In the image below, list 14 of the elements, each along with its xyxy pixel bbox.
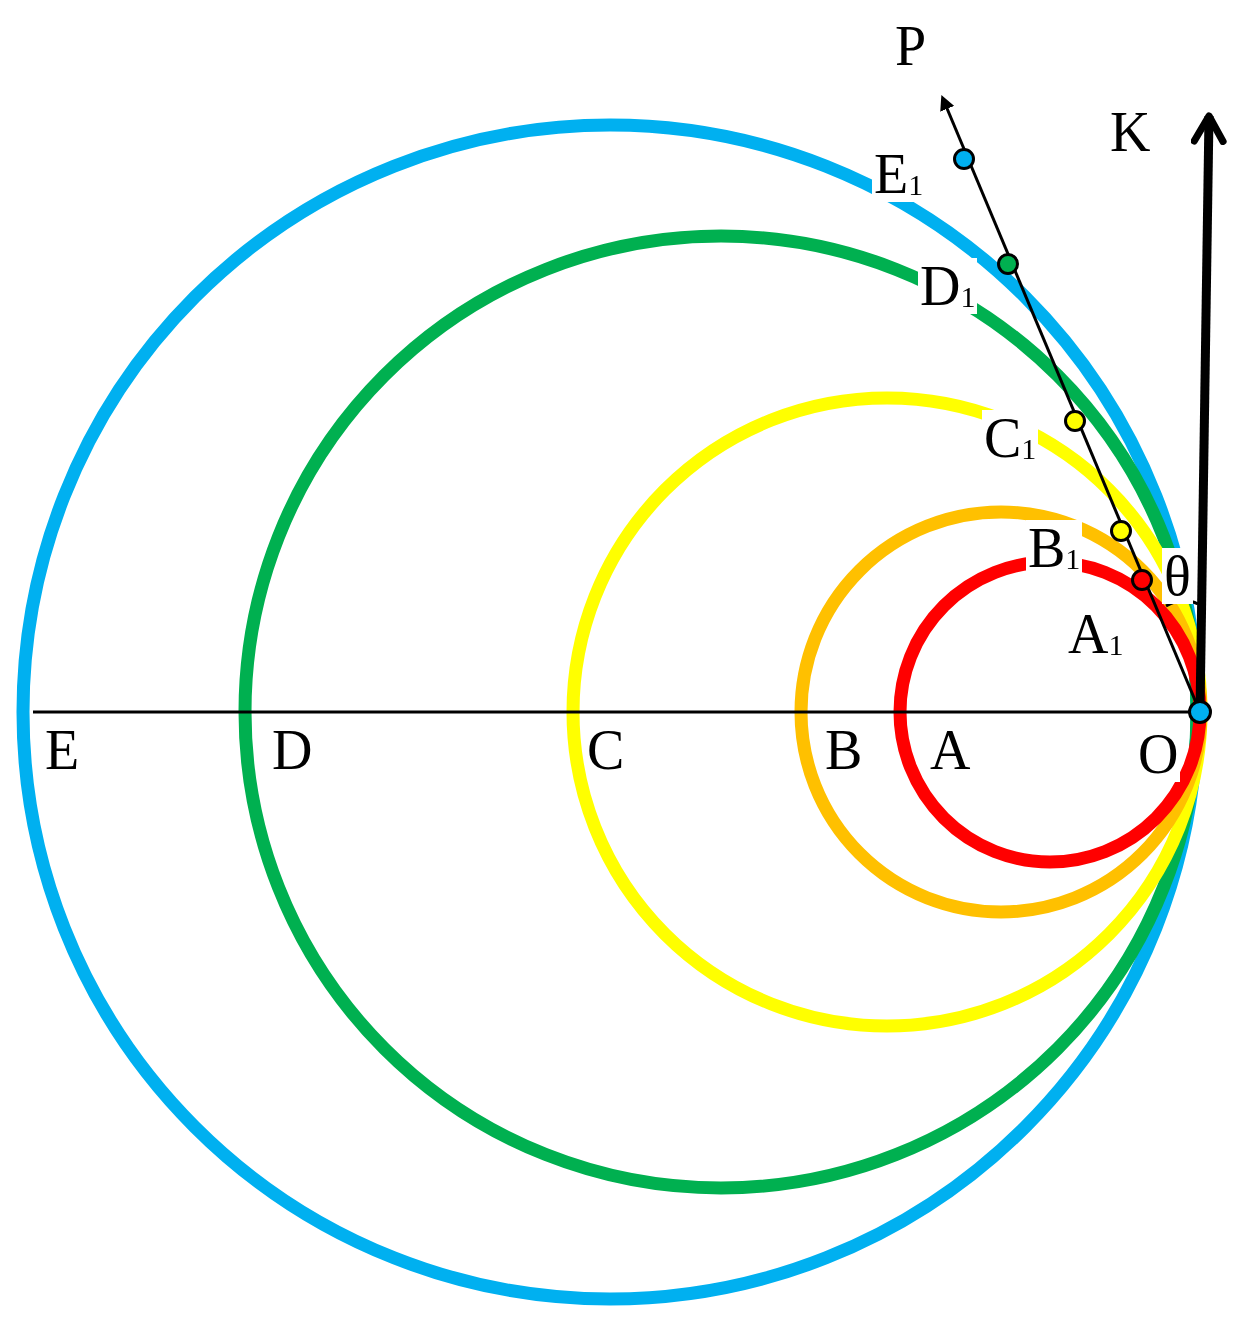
letter-label: A [930,722,971,778]
letter-label: C [587,722,625,778]
letter-label: P [895,18,927,74]
point-marker [1188,700,1212,724]
point-marker [953,148,975,170]
point-marker [997,253,1019,275]
point-marker [1064,410,1086,432]
letter-label: θ [1162,548,1193,604]
letter-label: E [45,722,80,778]
point-marker [1110,520,1132,542]
letter-label: D [272,722,313,778]
point-marker [1131,569,1153,591]
letter-label: K [1110,104,1151,160]
letter-label: B [825,722,863,778]
